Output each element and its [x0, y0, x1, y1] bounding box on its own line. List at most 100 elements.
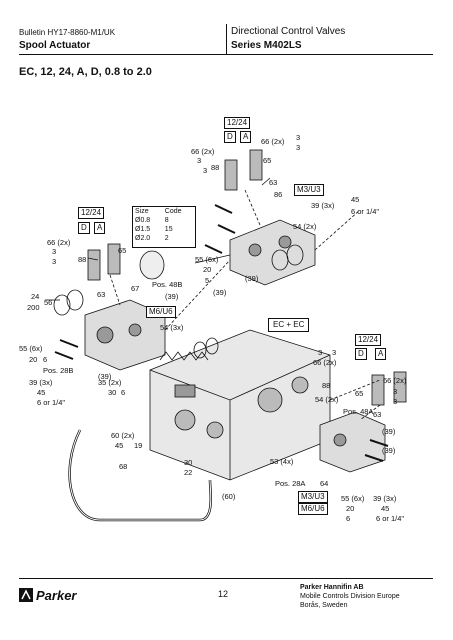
part-label: 88 [322, 381, 331, 390]
part-label: 20 [346, 504, 355, 513]
part-label: 3 [318, 348, 323, 357]
size-cell: Ø2.0 [135, 235, 151, 242]
part-label: 55 (6x) [341, 494, 365, 503]
part-label: 6 or 1/4" [37, 398, 66, 407]
part-label: 66 (2x) [261, 137, 285, 146]
part-label: 54 (2x) [293, 222, 317, 231]
label-box-a-right: A [375, 348, 387, 360]
part-label: 66 (2x) [47, 238, 71, 247]
part-label: (39) [98, 372, 112, 381]
label-box-ec-ec: EC + EC [268, 318, 310, 332]
code-cell: 8 [164, 217, 169, 224]
bulletin-number: Bulletin HY17-8860-M1/UK [19, 28, 116, 37]
part-label: 5 [205, 276, 210, 285]
part-label: 66 (2x) [383, 376, 407, 385]
label-box-a-left: A [94, 222, 106, 234]
part-label: 22 [184, 468, 193, 477]
part-label: (39) [245, 274, 259, 283]
part-label: 3 [332, 348, 337, 357]
page-number: 12 [218, 589, 229, 599]
part-label: 3 [52, 257, 57, 266]
part-label: 65 [118, 246, 127, 255]
part-label: Pos. 28B [43, 366, 74, 375]
code-cell: 15 [164, 226, 173, 233]
footer-division: Mobile Controls Division Europe [300, 593, 400, 600]
part-label: (39) [382, 446, 396, 455]
code-cell: 2 [164, 235, 169, 242]
label-box-m3u3-bottom: M3/U3 [298, 491, 328, 503]
parker-logo: Parker [19, 588, 77, 603]
top-actuator-block [229, 219, 316, 286]
part-label: 24 [31, 292, 40, 301]
label-box-d-left: D [78, 222, 90, 234]
part-label: 3 [203, 166, 208, 175]
logo-text: Parker [36, 588, 77, 603]
footer-rule [19, 578, 433, 579]
part-label: 63 [269, 178, 278, 187]
part-label: (39) [213, 288, 227, 297]
part-label: 65 [263, 156, 272, 165]
part-label: 63 [373, 410, 382, 419]
part-label: 3 [197, 156, 202, 165]
label-box-12-24-right: 12/24 [355, 334, 382, 346]
size-header: Size [135, 208, 149, 215]
series-title: Series M402LS [231, 40, 302, 51]
left-actuator-block [84, 299, 166, 371]
part-label: 3 [52, 247, 57, 256]
part-label: Pos. 48B [152, 280, 183, 289]
label-box-12-24-left: 12/24 [78, 207, 105, 219]
part-label: (60) [222, 492, 236, 501]
part-label: 53 (4x) [270, 457, 294, 466]
part-label: 6 [121, 388, 126, 397]
part-label: 200 [27, 303, 40, 312]
part-label: 3 [296, 133, 301, 142]
label-box-d-right: D [355, 348, 367, 360]
label-box-m6u6-bottom: M6/U6 [298, 503, 328, 515]
section-title: Spool Actuator [19, 40, 91, 51]
part-label: 6 [346, 514, 351, 523]
label-box-a-top: A [240, 131, 252, 143]
part-label: 45 [351, 195, 360, 204]
header-rule [19, 54, 433, 55]
part-label: 6 or 1/4" [351, 207, 380, 216]
part-label: 45 [115, 441, 124, 450]
header-divider [226, 24, 227, 54]
part-label: 67 [131, 284, 140, 293]
label-box-12-24-top: 12/24 [224, 117, 251, 129]
part-label: 86 [274, 190, 283, 199]
part-label: 39 (3x) [29, 378, 53, 387]
part-label: Pos. 28A [275, 479, 306, 488]
cap [139, 250, 165, 280]
part-label: 66 (2x) [191, 147, 215, 156]
part-label: 60 (2x) [111, 431, 135, 440]
part-label: 68 [119, 462, 128, 471]
part-label: 54 (2x) [315, 395, 339, 404]
part-label: 35 (2x) [98, 378, 122, 387]
part-label: 6 [43, 355, 48, 364]
part-label: 39 (3x) [311, 201, 335, 210]
valve-body [149, 329, 331, 481]
part-label: 3 [393, 387, 398, 396]
part-label: 6 or 1/4" [376, 514, 405, 523]
part-label: 64 [320, 479, 329, 488]
part-label: 63 [97, 290, 106, 299]
spring [159, 351, 209, 361]
page-heading: EC, 12, 24, A, D, 0.8 to 2.0 [19, 66, 152, 78]
part-label: 55 (6x) [195, 255, 219, 264]
part-label: 55 (6x) [19, 344, 43, 353]
label-box-m3u3-top: M3/U3 [294, 184, 324, 196]
code-header: Code [164, 208, 182, 215]
part-label: 3 [393, 397, 398, 406]
document-title: Directional Control Valves [231, 26, 346, 37]
part-label: 39 (3x) [373, 494, 397, 503]
part-label: 3 [296, 143, 301, 152]
part-label: 45 [381, 504, 390, 513]
part-label: 54 (3x) [160, 323, 184, 332]
part-label: 88 [78, 255, 87, 264]
part-label: 20 [29, 355, 38, 364]
part-label: 66 (2x) [313, 358, 337, 367]
part-label: 88 [211, 163, 220, 172]
size-cell: Ø1.5 [135, 226, 151, 233]
